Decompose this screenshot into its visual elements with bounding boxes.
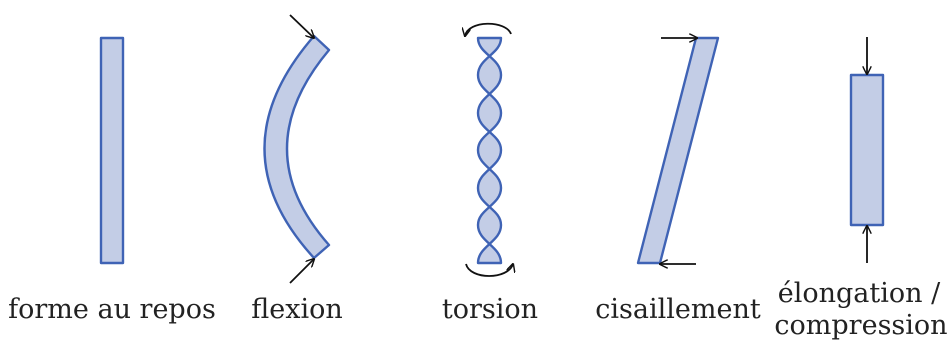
- twist-panel: torsion: [442, 22, 538, 325]
- rest-panel: forme au repos: [8, 36, 216, 325]
- axial-bar: [849, 73, 885, 227]
- bent-bar: [263, 34, 331, 260]
- rest-bar: [99, 36, 125, 265]
- sheared-bar: [636, 36, 720, 265]
- twist-arrow-bottom: [465, 264, 513, 277]
- bend-label: flexion: [251, 294, 343, 325]
- shear-panel: cisaillement: [595, 38, 761, 325]
- axial-label-line1: élongation /: [778, 278, 941, 309]
- bend-arrow-bottom: [289, 259, 314, 284]
- axial-panel: élongation / compression: [774, 37, 948, 341]
- axial-label-line2: compression: [774, 310, 947, 341]
- twist-arrow-top: [465, 22, 512, 36]
- bend-arrow-top: [289, 14, 314, 38]
- rest-label: forme au repos: [8, 294, 216, 325]
- twisted-bar: [476, 36, 503, 265]
- shear-label: cisaillement: [595, 294, 761, 325]
- bend-panel: flexion: [251, 14, 343, 325]
- twist-label: torsion: [442, 294, 538, 325]
